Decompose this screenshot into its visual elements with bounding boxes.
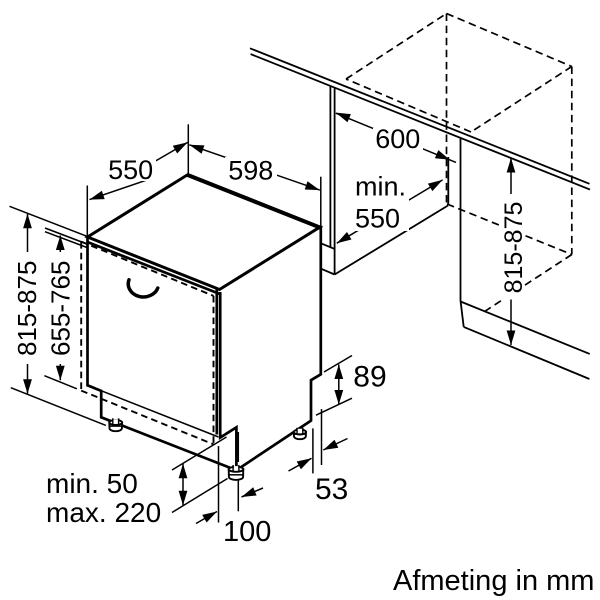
- svg-text:min. 50: min. 50: [46, 468, 138, 499]
- svg-text:max. 220: max. 220: [46, 497, 161, 528]
- svg-text:min.: min.: [355, 172, 406, 202]
- svg-text:89: 89: [353, 361, 386, 394]
- svg-text:53: 53: [315, 473, 348, 506]
- svg-text:100: 100: [223, 516, 271, 548]
- svg-text:655-765: 655-765: [46, 261, 76, 356]
- svg-text:598: 598: [228, 156, 273, 186]
- svg-text:815-875: 815-875: [12, 261, 42, 356]
- svg-text:550: 550: [355, 204, 400, 234]
- svg-text:550: 550: [108, 155, 153, 185]
- svg-text:815-875: 815-875: [500, 202, 528, 294]
- svg-text:600: 600: [375, 124, 420, 154]
- svg-text:Afmeting in mm: Afmeting in mm: [393, 565, 594, 597]
